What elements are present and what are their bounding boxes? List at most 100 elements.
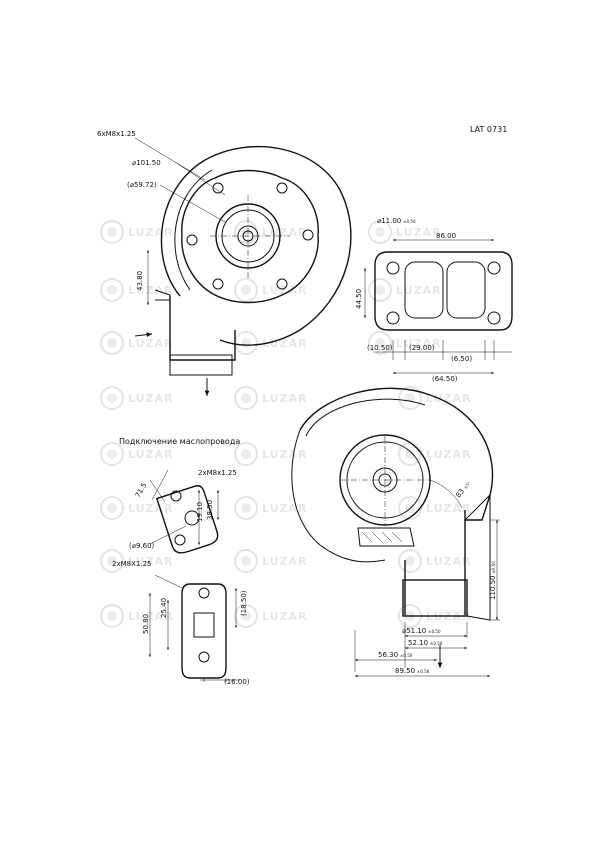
bolt-hole — [212, 278, 224, 290]
inlet-stub — [154, 289, 171, 301]
watermark-text: LUZAR — [262, 392, 308, 405]
dim-right-offset: (6.50) — [451, 355, 472, 363]
watermark-text: LUZAR — [128, 448, 174, 461]
watermark-text: LUZAR — [396, 337, 442, 350]
dim-oil2-width: (16.00) — [224, 678, 250, 686]
volute-outline — [160, 145, 352, 346]
dim-oil-angle: 71.5 — [134, 481, 149, 499]
turbine-volute-lower — [291, 429, 386, 563]
dim-port-dia: ⌀51.10±0.50 — [402, 627, 441, 635]
oil-flange-1-hole — [170, 490, 182, 502]
oil-flange-1 — [149, 469, 220, 554]
flange-hole — [487, 311, 501, 325]
watermark-text: LUZAR — [426, 555, 472, 568]
top-view-housing — [134, 137, 352, 396]
clamp-band — [357, 527, 415, 547]
bolt-hole — [276, 278, 288, 290]
inlet-port-right — [446, 261, 486, 319]
watermark-row-3: LUZAR LUZAR LUZAR — [100, 331, 442, 355]
outlet-neck — [169, 295, 236, 361]
dim-oil-height-a: 38.50 — [206, 500, 214, 520]
watermark-text: LUZAR — [262, 502, 308, 515]
dim-width-3: 89.50±0.50 — [395, 667, 430, 675]
watermark-row-2: LUZAR LUZAR LUZAR — [100, 278, 442, 302]
dim-inner-dia: (⌀59.72) — [127, 181, 157, 189]
flange-hole — [386, 311, 400, 325]
oil-flange-2-hole — [198, 651, 210, 663]
watermark-text: LUZAR — [396, 284, 442, 297]
oil-flange-2-outline — [181, 583, 227, 679]
watermark-text: LUZAR — [262, 610, 308, 623]
bolt-hole — [186, 234, 198, 246]
flange-hole — [386, 261, 400, 275]
watermark-layer: LUZAR LUZAR LUZAR LUZAR LUZAR LUZAR LUZA… — [100, 220, 472, 628]
watermark-text: LUZAR — [128, 555, 174, 568]
bolt-callout: 6xM8x1.25 — [97, 130, 136, 138]
angle-lines — [149, 469, 169, 503]
dim-outer-dia: ⌀101.50 — [132, 159, 161, 167]
dim-angle: 83±5° — [454, 479, 472, 499]
dim-bottom-height: 110.50±0.50 — [489, 561, 497, 600]
dim-oil2-height-a: 50.80 — [142, 614, 150, 634]
watermark-text: LUZAR — [262, 555, 308, 568]
oil-flange-1-outline — [155, 485, 219, 554]
watermark-text: LUZAR — [426, 448, 472, 461]
bolt-hole — [212, 182, 224, 194]
watermark-text: LUZAR — [262, 284, 308, 297]
watermark-text: LUZAR — [396, 226, 442, 239]
oil-flange-2-port — [193, 612, 215, 638]
turbine-inlet-flange — [363, 238, 513, 375]
oil-flange-2-hole — [198, 587, 210, 599]
outlet-flange — [169, 354, 233, 376]
bolt-hole — [276, 182, 288, 194]
watermark-text: LUZAR — [128, 226, 174, 239]
dim-hole-dia: ⌀11.00±0.50 — [377, 217, 416, 225]
angle-arc — [429, 479, 463, 509]
oil-connection-title: Подключение маслопровода — [119, 437, 240, 446]
watermark-text: LUZAR — [426, 502, 472, 515]
inlet-port-left — [404, 261, 444, 319]
bottom-view-housing — [291, 387, 500, 678]
oil-flange-2 — [148, 574, 240, 682]
dim-oil-bore: (⌀9.60) — [129, 542, 155, 550]
watermark-row-4: LUZAR LUZAR LUZAR — [100, 386, 472, 410]
leader-line — [159, 184, 226, 223]
dim-total-width: (64.50) — [432, 375, 458, 383]
watermark-text: LUZAR — [262, 448, 308, 461]
volute-inner-line — [174, 169, 213, 291]
flange-outline — [374, 251, 513, 331]
flange-hole — [487, 261, 501, 275]
leader-line — [174, 161, 226, 196]
centerlines — [210, 195, 290, 280]
watermark-text: LUZAR — [426, 392, 472, 405]
watermark-text: LUZAR — [128, 337, 174, 350]
oil-thread-1: 2xM8x1.25 — [198, 469, 237, 477]
centerlines — [340, 435, 430, 525]
watermark-row-6: LUZAR LUZAR LUZAR — [100, 496, 472, 520]
watermark-text: LUZAR — [128, 284, 174, 297]
dim-flange-height: 44.50 — [355, 289, 363, 309]
dim-left-offset: (10.50) — [367, 344, 393, 352]
dim-oil2-height-b: 25.40 — [160, 598, 168, 618]
outlet-flange — [402, 579, 468, 617]
dim-height-left: 43.80 — [136, 271, 144, 291]
outlet-tube — [404, 510, 466, 615]
dim-port-width: (29.00) — [409, 344, 435, 352]
watermark-row-5: LUZAR LUZAR LUZAR — [100, 442, 472, 466]
bolt-hole — [302, 229, 314, 241]
outlet-side — [464, 493, 491, 621]
watermark-text: LUZAR — [262, 337, 308, 350]
watermark-text: LUZAR — [262, 226, 308, 239]
six-bolt-flange — [181, 169, 319, 304]
volute-inner-line — [305, 398, 426, 437]
clamp-hatch — [361, 531, 403, 543]
dim-width-top: 86.00 — [436, 232, 456, 240]
watermark-text: LUZAR — [128, 392, 174, 405]
inlet-arrow-icon — [134, 332, 153, 338]
watermark-row-7: LUZAR LUZAR LUZAR — [100, 549, 472, 573]
dim-width-1: 52.10±0.50 — [408, 639, 443, 647]
turbine-volute-outline — [299, 387, 494, 521]
part-number: LAT 0731 — [470, 125, 507, 134]
watermark-row-8: LUZAR LUZAR LUZAR — [100, 604, 471, 628]
